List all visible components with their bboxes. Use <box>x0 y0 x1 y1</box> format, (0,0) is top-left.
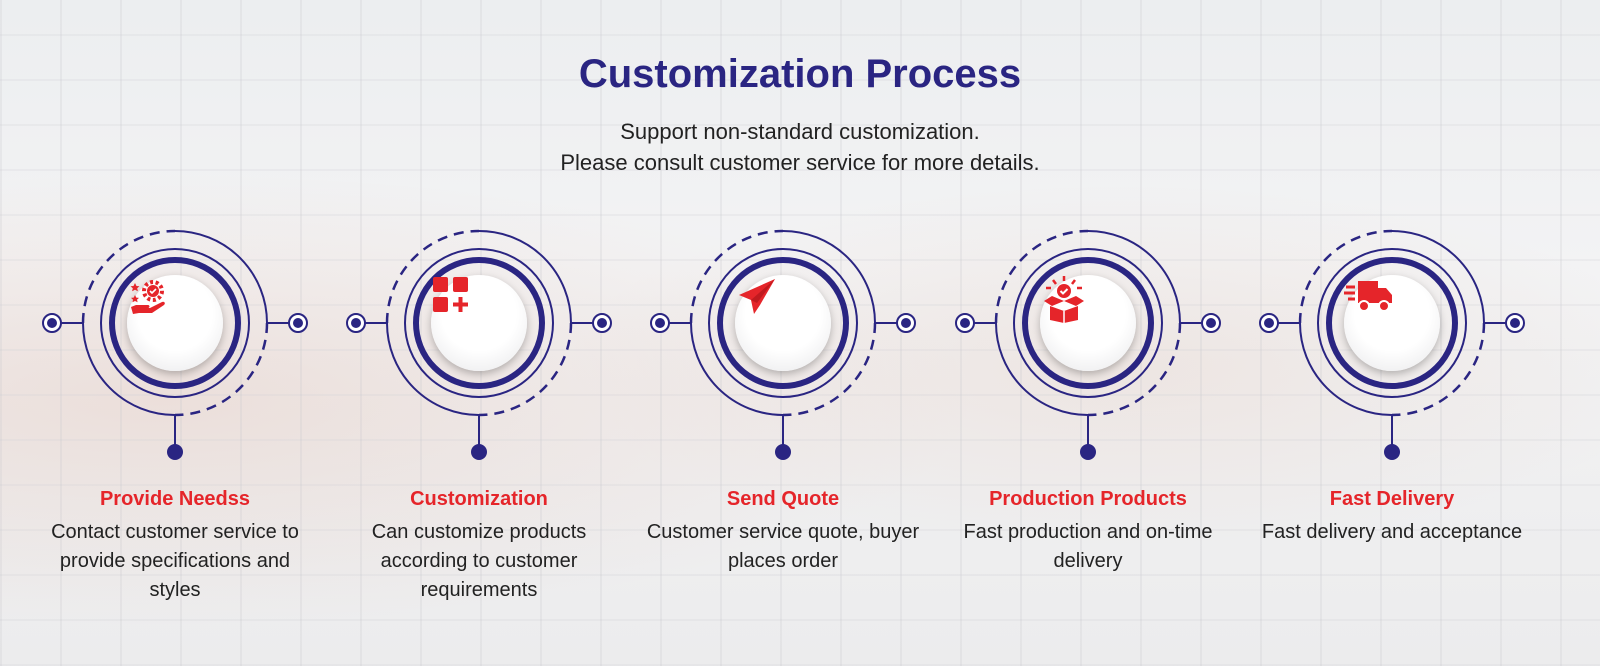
process-step: Send Quote Customer service quote, buyer… <box>633 220 933 620</box>
page-title: Customization Process <box>578 52 1022 96</box>
icon-disk <box>1040 275 1136 371</box>
step-rings <box>650 229 916 460</box>
step-title: Send Quote <box>726 488 840 510</box>
icon-disk <box>1344 275 1440 371</box>
process-step: Provide Needss Contact customer service … <box>25 220 325 620</box>
step-description: Contact customer service to provide spec… <box>51 521 299 601</box>
step-description: Fast production and on-time delivery <box>963 521 1213 572</box>
subtitle: Support non-standard customization. Plea… <box>0 116 1600 178</box>
step-title: Provide Needss <box>99 488 251 510</box>
step-title: Customization <box>410 488 548 510</box>
step-title: Production Products <box>989 488 1187 510</box>
step-rings <box>346 229 612 460</box>
step-rings <box>42 229 308 460</box>
step-description: Customer service quote, buyer places ord… <box>646 521 920 572</box>
process-step: Production Products Fast production and … <box>938 220 1238 620</box>
process-step: Fast Delivery Fast delivery and acceptan… <box>1242 220 1542 620</box>
step-title: Fast Delivery <box>1329 488 1455 510</box>
subtitle-line: Support non-standard customization. <box>620 119 980 144</box>
icon-disk <box>431 275 527 371</box>
step-rings <box>955 229 1221 460</box>
step-description: Can customize products according to cust… <box>371 521 587 601</box>
subtitle-line: Please consult customer service for more… <box>560 150 1040 175</box>
step-rings <box>1259 229 1525 460</box>
step-description: Fast delivery and acceptance <box>1261 521 1523 543</box>
process-step: Customization Can customize products acc… <box>329 220 629 620</box>
icon-disk <box>127 275 223 371</box>
icon-disk <box>735 275 831 371</box>
